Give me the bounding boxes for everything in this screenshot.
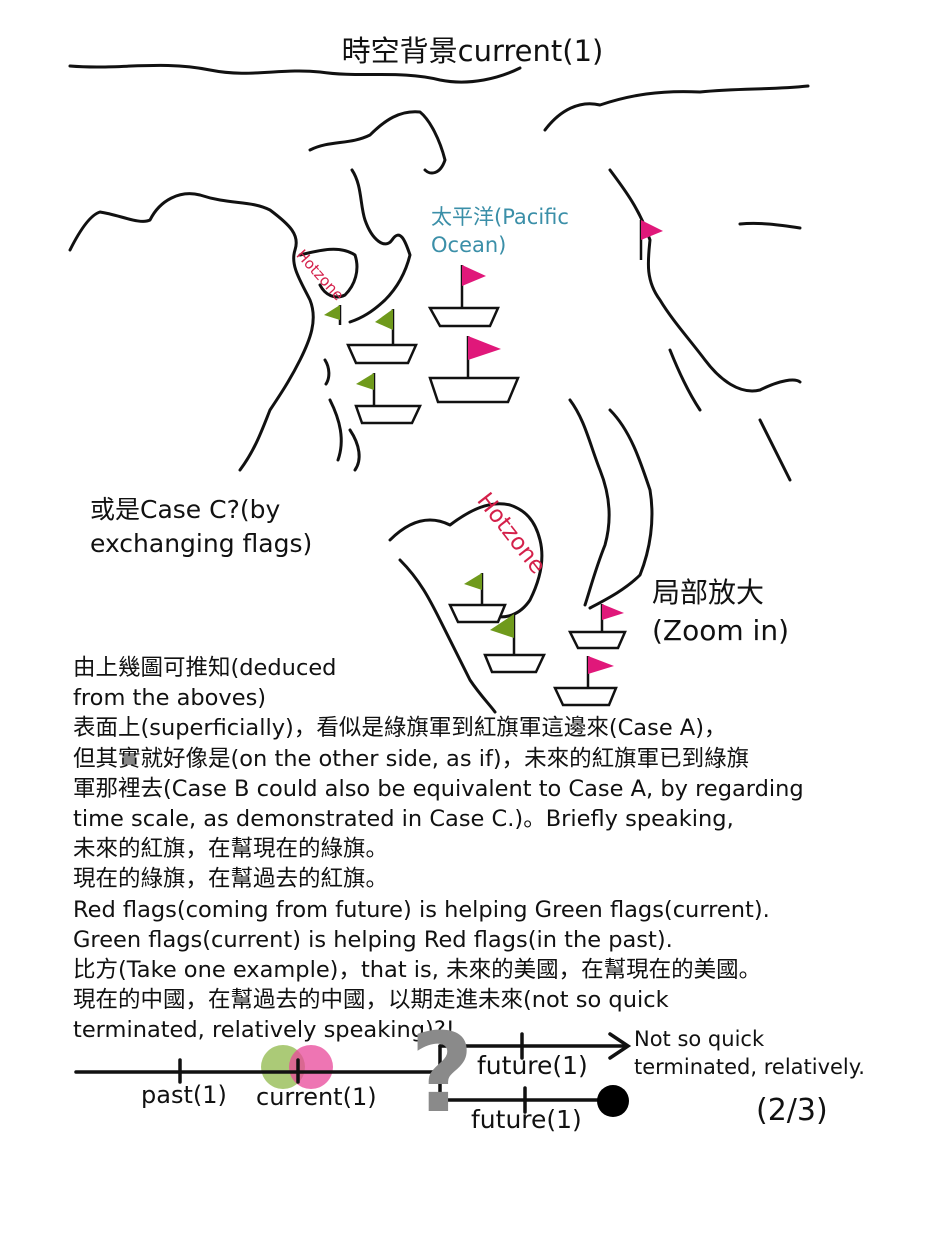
philippines: [328, 398, 361, 472]
ocean-label-line: Ocean): [431, 233, 507, 257]
asia-north-coast: [68, 63, 522, 84]
zoom-line: 局部放大: [652, 576, 765, 609]
pink-circle: [289, 1045, 333, 1089]
ship: [567, 630, 627, 650]
ship: [448, 603, 507, 624]
future-top-label: future(1): [477, 1051, 588, 1080]
text-line: 軍那裡去(Case B could also be equivalent to …: [73, 775, 804, 802]
korea: [298, 247, 359, 299]
explanation-text: 由上幾圖可推知(deduced from the aboves) 表面上(sup…: [73, 653, 863, 1046]
green-flag: [356, 373, 374, 390]
red-flag: [602, 604, 624, 620]
text-line: 由上幾圖可推知(deduced: [73, 655, 337, 681]
not-so-quick-note: Not so quick terminated, relatively.: [634, 1025, 865, 1081]
text-line: 現在的中國，在幫過去的中國，以期走進未來(not so quick: [73, 987, 669, 1014]
termination-dot: [597, 1085, 629, 1117]
zoom-japan: [568, 398, 654, 610]
zoom-korea: [388, 502, 544, 619]
green-flag: [464, 573, 482, 590]
text-line: 但其實就好像是(on the other side, as if)，未來的紅旗軍…: [73, 745, 750, 772]
case-c-label: 或是Case C?(by exchanging flags): [90, 493, 390, 561]
red-flag: [462, 265, 486, 286]
text-line: Red flags(coming from future) is helping…: [73, 896, 770, 923]
siberia-coast: [308, 110, 447, 175]
page-number: (2/3): [756, 1093, 828, 1128]
japan-islands: [348, 168, 412, 324]
ocean-label-line: 太平洋(Pacific: [431, 205, 569, 229]
text-line: time scale, as demonstrated in Case C.)。…: [73, 806, 734, 833]
past-label: past(1): [141, 1081, 227, 1109]
case-c-line: 或是Case C?(by: [90, 495, 281, 524]
pacific-ocean-label: 太平洋(Pacific Ocean): [431, 203, 611, 259]
ship: [428, 376, 520, 404]
note-line: Not so quick: [634, 1027, 765, 1051]
arrow-head: [608, 1032, 632, 1060]
ship: [427, 306, 500, 328]
current-label: current(1): [256, 1083, 377, 1111]
text-line: 現在的綠旗，在幫過去的紅旗。: [73, 866, 389, 893]
note-line: terminated, relatively.: [634, 1055, 865, 1079]
question-mark-symbol: ?: [410, 1009, 474, 1137]
green-flag: [324, 305, 340, 320]
ship: [483, 653, 546, 674]
na-east: [738, 221, 802, 482]
page-title: 時空背景current(1): [341, 34, 604, 68]
zoom-line: (Zoom in): [652, 614, 789, 647]
zoom-in-label: 局部放大 (Zoom in): [652, 574, 852, 650]
text-line: 表面上(superficially)，看似是綠旗軍到紅旗軍這邊來(Case A)…: [73, 715, 727, 742]
red-flag: [641, 220, 663, 240]
timeline-diagram: [74, 1032, 632, 1117]
taiwan: [323, 358, 331, 386]
alaska-coast: [543, 84, 810, 132]
ship: [346, 343, 418, 365]
na-west-coast: [608, 168, 802, 393]
red-flag: [588, 656, 614, 674]
text-line: Green flags(current) is helping Red flag…: [73, 926, 673, 953]
baja: [668, 348, 702, 412]
text-line: terminated, relatively speaking)?!: [73, 1017, 455, 1044]
ship: [354, 404, 422, 425]
ship: [553, 686, 618, 707]
zoom-china: [398, 558, 497, 714]
text-line: 未來的紅旗，在幫現在的綠旗。: [73, 836, 389, 863]
asia-east-coast: [68, 192, 315, 472]
red-flag: [468, 336, 501, 360]
text-line: 比方(Take one example)，that is, 未來的美國，在幫現在…: [73, 957, 762, 984]
case-c-line: exchanging flags): [90, 529, 313, 558]
map-drawing: [68, 63, 810, 714]
green-flag: [375, 309, 393, 330]
future-bottom-label: future(1): [471, 1105, 582, 1134]
green-flag: [490, 614, 514, 638]
text-line: from the aboves): [73, 685, 267, 712]
